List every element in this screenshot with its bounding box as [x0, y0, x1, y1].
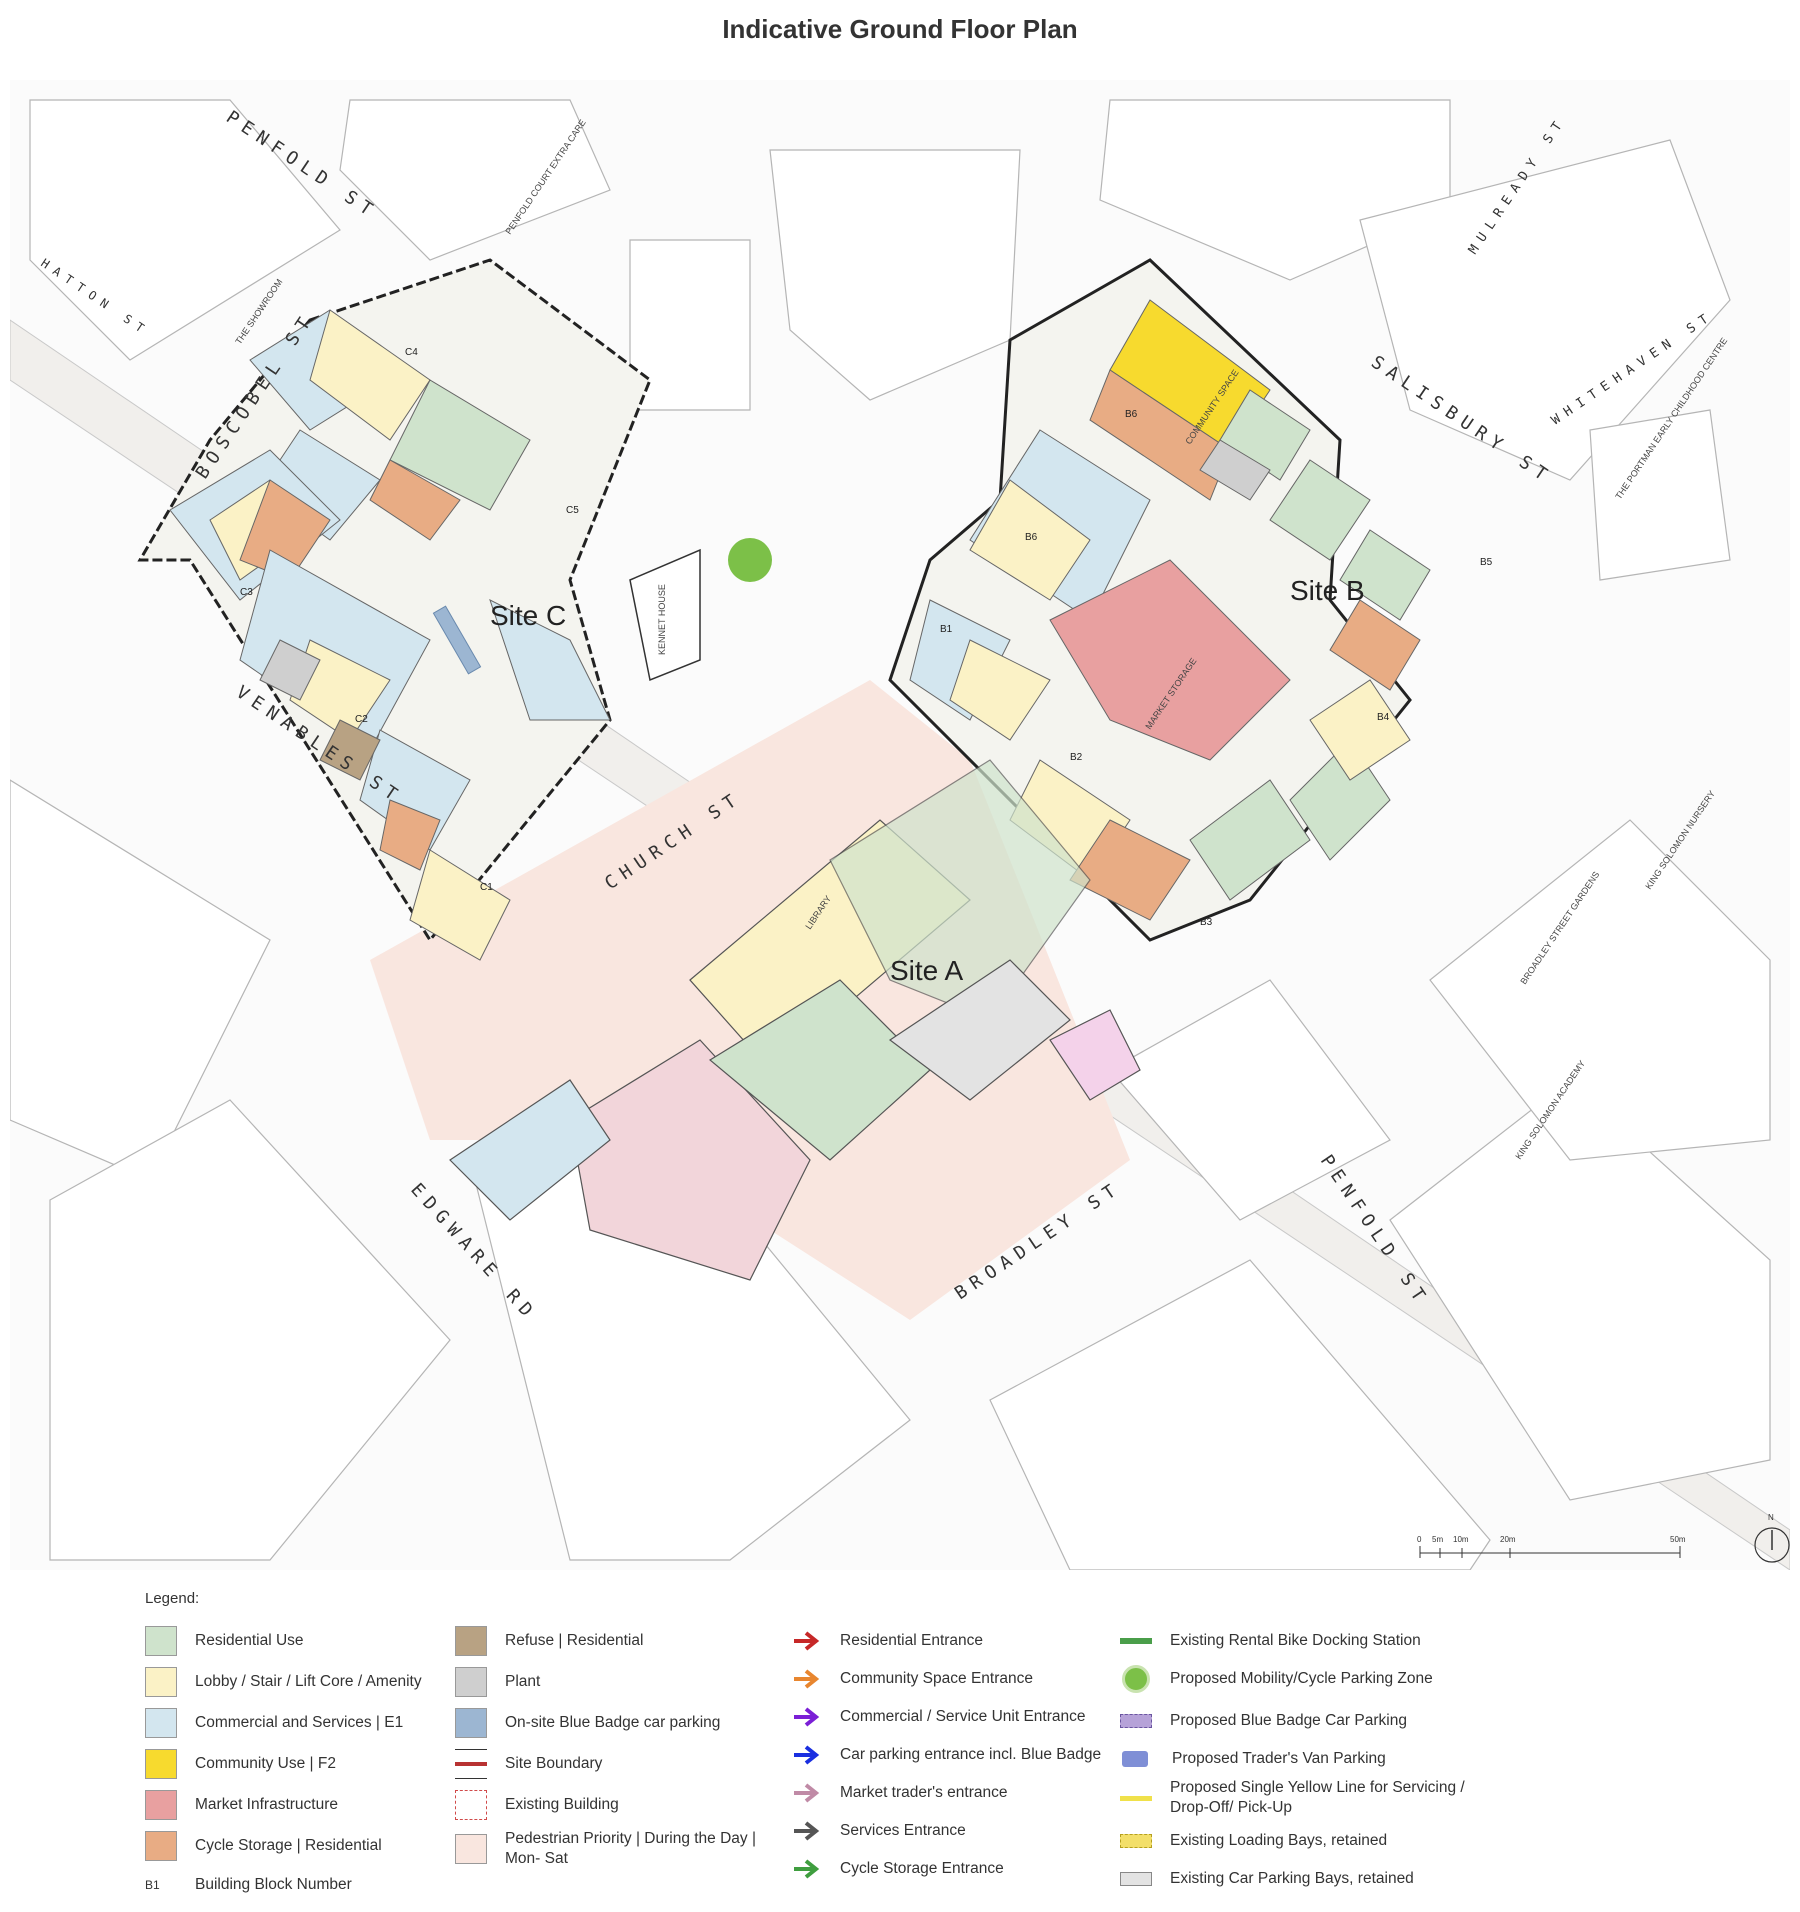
north-label: N — [1768, 1513, 1774, 1522]
legend-item-yellow-line: Proposed Single Yellow Line for Servicin… — [1120, 1776, 1470, 1820]
block-label-b1: B1 — [940, 624, 953, 635]
arrow-icon — [794, 1859, 820, 1879]
mobility-cycle-zone — [728, 538, 772, 582]
kennet-house — [629, 548, 701, 682]
site-a-label: Site A — [890, 955, 963, 986]
legend-item-plant: Plant — [455, 1665, 540, 1699]
arrow-icon — [794, 1707, 820, 1727]
legend-item-cycle-entrance: Cycle Storage Entrance — [790, 1852, 1004, 1886]
wheelchair-icon — [1120, 1714, 1152, 1728]
block-label-c5: C5 — [566, 505, 579, 516]
scale-bar: 0 5m 10m 20m 50m — [1417, 1535, 1686, 1558]
block-label-b3: B3 — [1200, 917, 1213, 928]
legend-item-market-trader-entrance: Market trader's entrance — [790, 1776, 1008, 1810]
page-title: Indicative Ground Floor Plan — [722, 14, 1078, 44]
site-b-label: Site B — [1290, 575, 1365, 606]
legend-item-blue-badge-proposed: Proposed Blue Badge Car Parking — [1120, 1704, 1407, 1738]
context-buildings — [9, 99, 1771, 1571]
legend-item-bike-docking: Existing Rental Bike Docking Station — [1120, 1624, 1421, 1658]
site-c — [137, 258, 652, 943]
legend-item-market: Market Infrastructure — [145, 1788, 338, 1822]
van-icon — [1122, 1751, 1148, 1767]
site-c-units — [169, 309, 611, 961]
block-label-c3: C3 — [240, 587, 253, 598]
legend-item-site-boundary: Site Boundary — [455, 1747, 602, 1781]
north-arrow: N — [1754, 1513, 1790, 1563]
legend-item-community-entrance: Community Space Entrance — [790, 1662, 1033, 1696]
scale-tick-0: 0 — [1417, 1535, 1422, 1544]
legend-item-car-parking-entrance: Car parking entrance incl. Blue Badge — [790, 1738, 1101, 1772]
legend-item-blue-badge-onsite: On-site Blue Badge car parking — [455, 1706, 720, 1740]
scale-tick-20: 20m — [1500, 1535, 1516, 1544]
cycle-zone-icon — [1122, 1665, 1150, 1693]
legend-heading: Legend: — [145, 1590, 200, 1607]
block-label-c1: C1 — [480, 882, 493, 893]
legend-item-cycle-storage: Cycle Storage | Residential — [145, 1829, 382, 1863]
arrow-icon — [794, 1783, 820, 1803]
legend-item-van-parking: Proposed Trader's Van Parking — [1120, 1742, 1386, 1776]
arrow-icon — [794, 1745, 820, 1765]
blue-badge-parking-block — [432, 605, 482, 675]
label-kennet-house: KENNET HOUSE — [657, 584, 667, 655]
block-label-b6a: B6 — [1125, 409, 1138, 420]
legend-item-existing-building: Existing Building — [455, 1788, 619, 1822]
site-plan-drawing: Site C Site B Site A PENFOLD ST HATTON S… — [9, 80, 1791, 1571]
legend-item-commercial: Commercial and Services | E1 — [145, 1706, 403, 1740]
legend-item-community: Community Use | F2 — [145, 1747, 336, 1781]
block-label-b2: B2 — [1070, 752, 1083, 763]
arrow-icon — [794, 1669, 820, 1689]
site-a — [449, 759, 1141, 1281]
site-plan-map: Site C Site B Site A PENFOLD ST HATTON S… — [9, 80, 1791, 1571]
legend-item-mobility-zone: Proposed Mobility/Cycle Parking Zone — [1120, 1662, 1433, 1696]
legend-item-pedestrian-priority: Pedestrian Priority | During the Day | M… — [455, 1829, 775, 1869]
scale-tick-5: 5m — [1432, 1535, 1443, 1544]
legend: Residential Use Lobby / Stair / Lift Cor… — [145, 1624, 1785, 1904]
legend-item-commercial-entrance: Commercial / Service Unit Entrance — [790, 1700, 1086, 1734]
scale-tick-10: 10m — [1453, 1535, 1469, 1544]
scale-tick-50: 50m — [1670, 1535, 1686, 1544]
legend-item-lobby: Lobby / Stair / Lift Core / Amenity — [145, 1665, 422, 1699]
legend-item-car-bays: Existing Car Parking Bays, retained — [1120, 1862, 1414, 1896]
arrow-icon — [794, 1631, 820, 1651]
arrow-icon — [794, 1821, 820, 1841]
block-label-b6b: B6 — [1025, 532, 1038, 543]
legend-item-loading-bays: Existing Loading Bays, retained — [1120, 1824, 1387, 1858]
block-label-c4: C4 — [405, 347, 418, 358]
site-c-label: Site C — [490, 600, 566, 631]
site-b-units — [909, 299, 1431, 921]
block-label-c2: C2 — [355, 714, 368, 725]
legend-item-residential-entrance: Residential Entrance — [790, 1624, 983, 1658]
legend-item-refuse: Refuse | Residential — [455, 1624, 643, 1658]
legend-item-residential: Residential Use — [145, 1624, 304, 1658]
legend-item-services-entrance: Services Entrance — [790, 1814, 966, 1848]
block-label-b5: B5 — [1480, 557, 1493, 568]
block-label-b4: B4 — [1377, 712, 1390, 723]
